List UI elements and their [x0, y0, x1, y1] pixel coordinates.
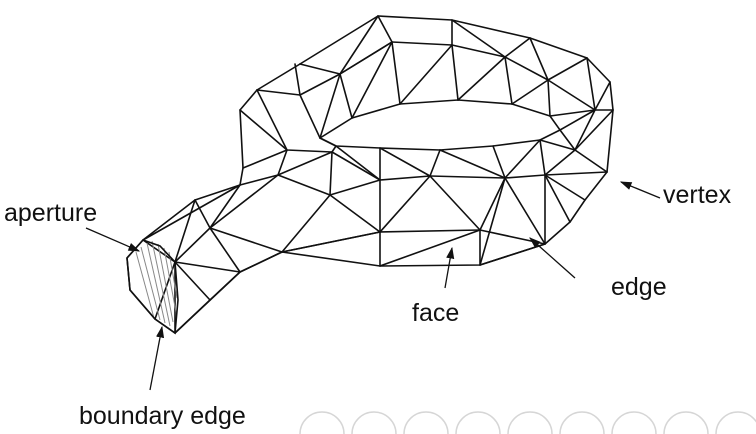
face-arrow — [445, 248, 452, 288]
triangle-mesh — [127, 16, 613, 333]
vertex-arrow — [621, 182, 660, 198]
boundary-edge-arrow — [150, 327, 162, 390]
edge-arrow — [530, 238, 575, 278]
label-edge: edge — [611, 273, 667, 301]
annotation-arrows — [86, 182, 660, 390]
label-aperture: aperture — [4, 199, 97, 227]
boundary-edge-polygon — [127, 240, 178, 333]
label-face: face — [412, 299, 459, 327]
ring-inner-hole — [320, 100, 560, 150]
watermark-arcs — [300, 412, 756, 434]
aperture-arrow — [86, 228, 139, 251]
ring-left-wall — [240, 90, 257, 185]
label-boundary-edge: boundary edge — [79, 402, 246, 430]
aperture-opening — [127, 240, 178, 333]
label-vertex: vertex — [663, 181, 732, 209]
